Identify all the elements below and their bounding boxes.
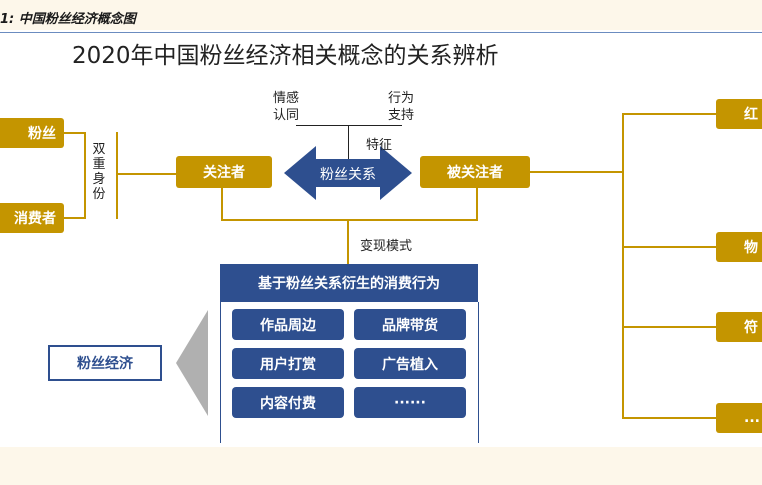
right-box-4: ... xyxy=(716,403,762,433)
dual-identity-label: 双重身份 xyxy=(91,142,107,202)
connector-line xyxy=(476,188,478,220)
followed-box: 被关注者 xyxy=(420,156,530,188)
feature-line xyxy=(348,125,349,159)
double-arrow-icon xyxy=(284,146,412,200)
item-ad-placement: 广告植入 xyxy=(354,348,466,379)
caption-bar xyxy=(0,0,762,30)
consumption-panel-title: 基于粉丝关系衍生的消费行为 xyxy=(220,264,478,302)
connector-line xyxy=(622,326,716,328)
emotion-label-1: 情感 xyxy=(273,91,300,106)
feature-line xyxy=(296,125,402,126)
feature-label: 特征 xyxy=(366,138,393,153)
connector-line xyxy=(64,217,84,219)
emotion-label-2: 认同 xyxy=(273,108,300,123)
connector-line xyxy=(622,113,716,115)
connector-line xyxy=(622,417,716,419)
item-more: ······ xyxy=(354,387,466,418)
fan-economy-box: 粉丝经济 xyxy=(48,345,162,381)
connector-line xyxy=(64,132,84,134)
connector-line xyxy=(84,132,86,219)
connector-line xyxy=(530,171,623,173)
behavior-label-2: 支持 xyxy=(388,108,415,123)
connector-line xyxy=(116,173,176,175)
diagram-title: 2020年中国粉丝经济相关概念的关系辨析 xyxy=(72,43,499,69)
right-box-2: 物 xyxy=(716,232,762,262)
connector-line xyxy=(622,113,624,419)
caption-divider xyxy=(0,32,762,33)
item-merch: 作品周边 xyxy=(232,309,344,340)
item-paid-content: 内容付费 xyxy=(232,387,344,418)
item-tipping: 用户打赏 xyxy=(232,348,344,379)
left-arrow-icon xyxy=(176,310,208,416)
connector-line xyxy=(116,132,118,219)
connector-line xyxy=(221,188,223,220)
footer-bar xyxy=(0,447,762,485)
connector-line xyxy=(622,246,716,248)
fan-box: 粉丝 xyxy=(0,118,64,148)
right-box-1: 红 xyxy=(716,99,762,129)
figure-caption: 1: 中国粉丝经济概念图 xyxy=(0,12,136,27)
consumption-panel xyxy=(220,302,479,443)
connector-line xyxy=(221,219,478,221)
item-brand-sales: 品牌带货 xyxy=(354,309,466,340)
connector-line xyxy=(347,219,349,264)
monetize-label: 变现模式 xyxy=(360,239,413,254)
fan-relation-label: 粉丝关系 xyxy=(320,167,376,183)
dual-identity-text: 双重身份 xyxy=(92,142,106,202)
behavior-label-1: 行为 xyxy=(388,91,415,106)
right-box-3: 符 xyxy=(716,312,762,342)
follower-box: 关注者 xyxy=(176,156,272,188)
consumer-box: 消费者 xyxy=(0,203,64,233)
